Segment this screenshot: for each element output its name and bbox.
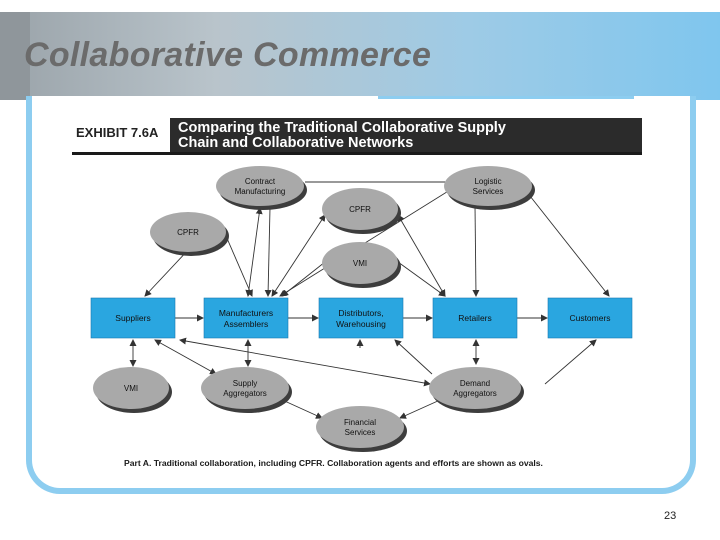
oval-contract-line1: Contract <box>245 177 276 186</box>
exhibit-title: Comparing the Traditional Collaborative … <box>170 118 642 152</box>
oval-cpfr-center: CPFR <box>322 188 401 234</box>
box-suppliers: Suppliers <box>90 297 176 339</box>
oval-supply-aggregators: Supply Aggregators <box>201 367 292 413</box>
box-manufacturers-line2: Assemblers <box>224 319 268 329</box>
line-vmi-retailers <box>397 261 446 297</box>
line-cpfr-manufacturers <box>225 235 253 297</box>
box-customers-label: Customers <box>569 313 610 323</box>
box-manufacturers: Manufacturers Assemblers <box>203 297 289 339</box>
title-bar-edge <box>0 12 30 100</box>
oval-cpfr-left-label: CPFR <box>177 228 199 237</box>
frame-top-rule <box>378 96 634 99</box>
slide-title: Collaborative Commerce <box>24 36 432 74</box>
line-contract-manufacturers <box>245 207 263 297</box>
line-cpfr-center-retailers <box>397 214 446 297</box>
line-logistic-retailers <box>472 204 480 297</box>
oval-supply-agg-line1: Supply <box>233 379 257 388</box>
box-suppliers-label: Suppliers <box>115 313 150 323</box>
box-manufacturers-line1: Manufacturers <box>219 308 273 318</box>
oval-financial-line1: Financial <box>344 418 376 427</box>
oval-demand-agg-line1: Demand <box>460 379 490 388</box>
oval-logistic-line2: Services <box>473 187 504 196</box>
oval-cpfr-left: CPFR <box>150 212 229 256</box>
box-distributors-line1: Distributors, <box>338 308 383 318</box>
box-retailers: Retailers <box>432 297 518 339</box>
oval-financial-line2: Services <box>345 428 376 437</box>
exhibit-caption: Part A. Traditional collaboration, inclu… <box>124 458 543 468</box>
oval-demand-aggregators: Demand Aggregators <box>429 367 524 413</box>
oval-contract-line2: Manufacturing <box>235 187 286 196</box>
box-retailers-label: Retailers <box>458 313 492 323</box>
oval-vmi-center: VMI <box>322 242 401 288</box>
line-demand-agg-distributors <box>394 339 433 375</box>
box-customers: Customers <box>547 297 633 339</box>
exhibit-title-line1: Comparing the Traditional Collaborative … <box>178 120 506 136</box>
exhibit-title-line2: Chain and Collaborative Networks <box>178 135 414 151</box>
oval-supply-agg-line2: Aggregators <box>223 389 267 398</box>
title-bar <box>0 12 720 100</box>
page-number: 23 <box>664 510 677 522</box>
line-cpfr-center-manufacturers <box>271 214 326 297</box>
oval-demand-agg-line2: Aggregators <box>453 389 497 398</box>
line-logistic-customers <box>529 195 610 297</box>
oval-logistic-line1: Logistic <box>474 177 501 186</box>
oval-vmi-bottom-label: VMI <box>124 384 138 393</box>
box-distributors: Distributors, Warehousing <box>318 297 404 339</box>
oval-contract-manufacturing: Contract Manufacturing <box>216 166 307 210</box>
oval-financial-services: Financial Services <box>316 406 407 452</box>
line-demand-agg-customers <box>544 339 597 385</box>
oval-logistic-services: Logistic Services <box>444 166 535 210</box>
line-contract-manufacturers-b <box>264 207 272 297</box>
oval-vmi-center-label: VMI <box>353 259 367 268</box>
line-demand-agg-financial <box>399 399 441 419</box>
oval-vmi-bottom: VMI <box>93 367 172 413</box>
exhibit-rule <box>72 152 642 155</box>
oval-cpfr-center-label: CPFR <box>349 205 371 214</box>
box-distributors-line2: Warehousing <box>336 319 386 329</box>
line-cpfr-suppliers <box>144 247 191 297</box>
exhibit-label: EXHIBIT 7.6A <box>72 119 172 149</box>
line-manufacturers-demand-agg <box>179 337 431 387</box>
